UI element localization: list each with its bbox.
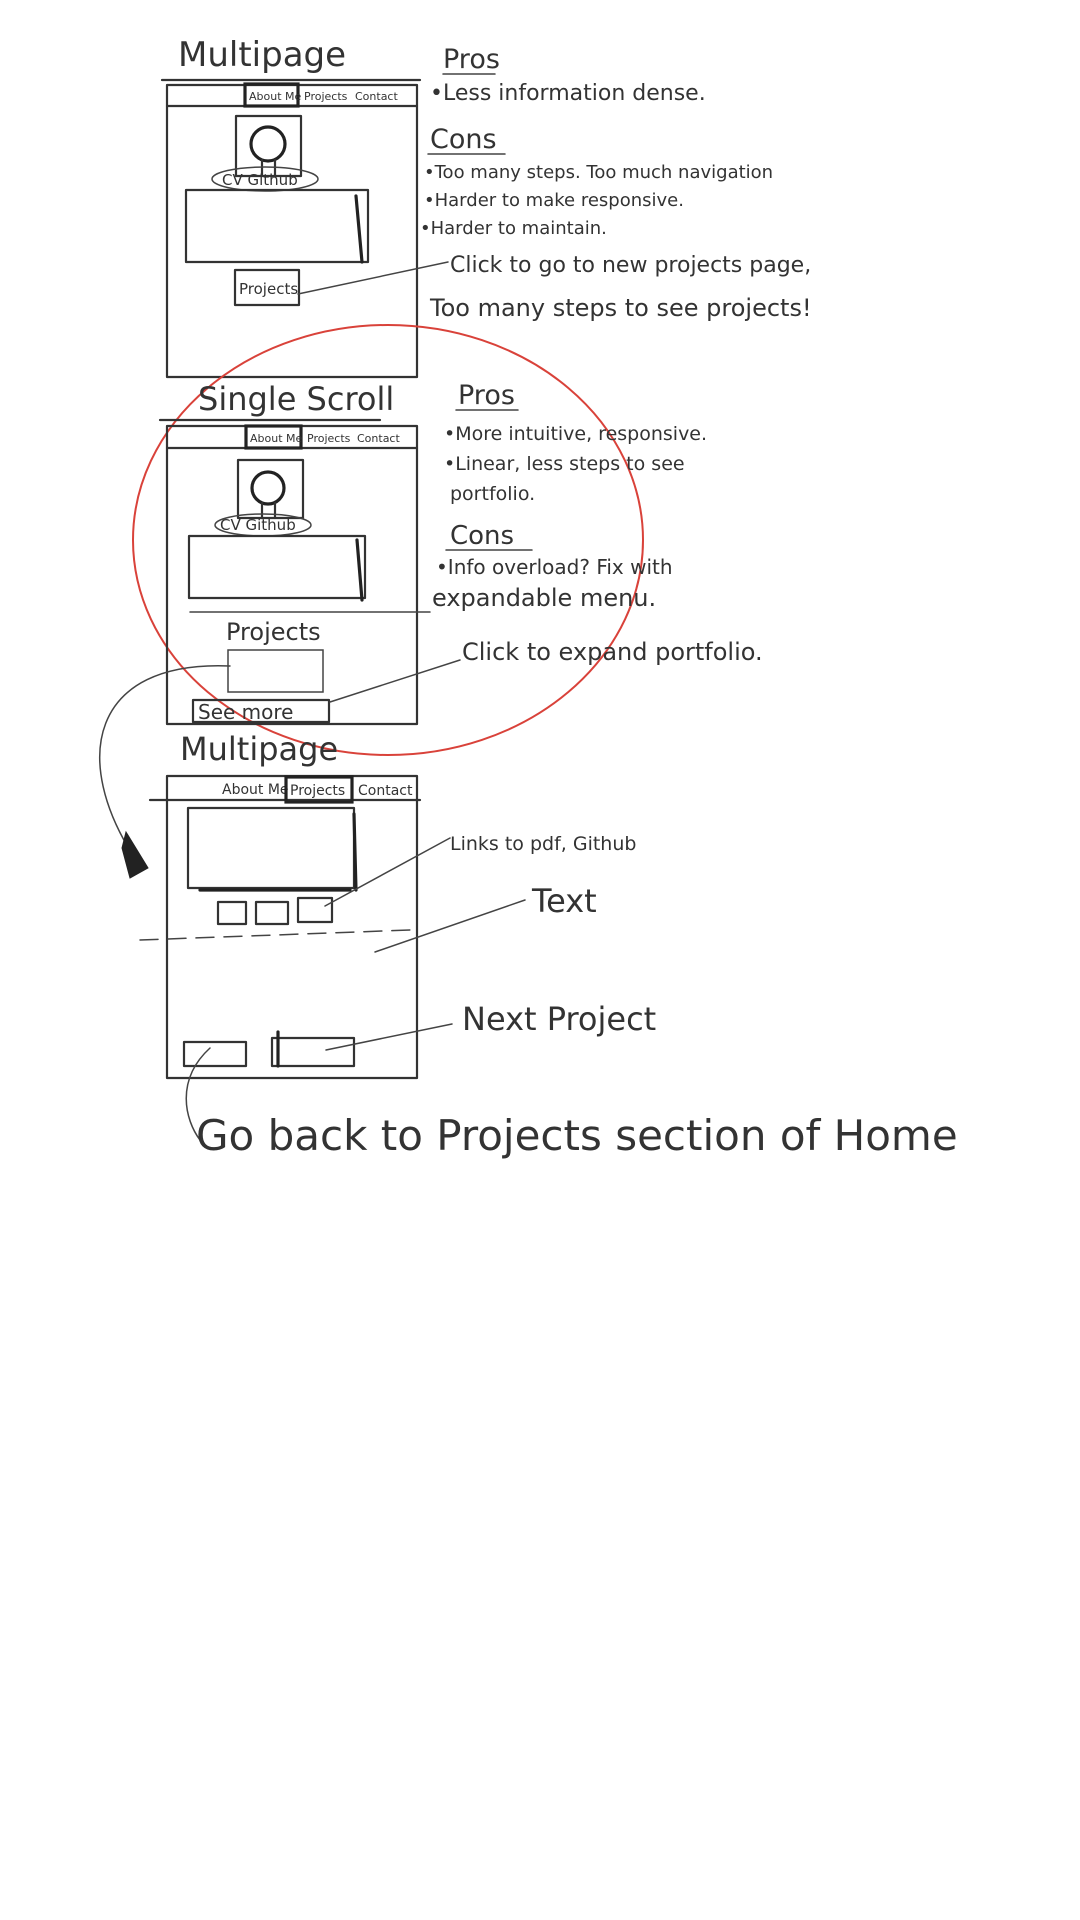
profile-links[interactable]: CV Github — [222, 171, 298, 189]
pointer-line — [324, 837, 451, 907]
pros-heading: Pros — [458, 380, 515, 411]
nav-item-projects[interactable]: Projects — [307, 432, 351, 445]
see-more-label: See more — [198, 700, 293, 724]
nav-item-projects-active-box — [284, 775, 354, 804]
projects-button[interactable] — [233, 268, 301, 307]
next-project-button[interactable] — [270, 1036, 356, 1068]
pointer-line — [325, 1023, 453, 1051]
link-thumb[interactable] — [254, 900, 290, 926]
cons-item: •Harder to maintain. — [420, 218, 607, 239]
note-text: Text — [531, 882, 597, 920]
project-image — [186, 806, 356, 890]
highlight-circle — [132, 324, 644, 756]
pointer-line — [329, 659, 461, 703]
nav-item-about[interactable]: About Me — [250, 432, 303, 445]
avatar-frame — [234, 114, 303, 178]
pointer-line — [374, 899, 526, 953]
nav-item-about-active-box — [243, 82, 300, 108]
profile-links[interactable]: CV Github — [220, 516, 296, 534]
cons-item: expandable menu. — [432, 584, 656, 612]
note-next: Next Project — [462, 1000, 656, 1038]
link-thumb[interactable] — [296, 896, 334, 924]
nav-item-about-active-box — [244, 424, 303, 450]
section-multipage-1: Multipage About Me Projects Contact CV G… — [160, 35, 812, 379]
section-title: Single Scroll — [198, 380, 394, 418]
image-shade — [198, 812, 358, 892]
note-click: Click to go to new projects page, — [450, 253, 811, 278]
nav-item-about[interactable]: About Me — [249, 90, 302, 103]
phone-frame — [165, 774, 419, 1080]
flow-arrow — [99, 665, 231, 861]
note-links: Links to pdf, Github — [450, 833, 636, 855]
projects-button-label: Projects — [239, 280, 298, 298]
pros-item: •More intuitive, responsive. — [444, 423, 707, 445]
avatar-body — [260, 158, 277, 178]
nav-item-about[interactable]: About Me — [222, 782, 289, 798]
arrow-head-icon — [121, 830, 149, 879]
link-thumb[interactable] — [216, 900, 248, 926]
cons-heading: Cons — [430, 124, 497, 155]
section-single-scroll: Single Scroll About Me Projects Contact … — [132, 324, 763, 756]
pointer-line — [297, 261, 449, 295]
about-text-block — [187, 534, 367, 600]
avatar-icon — [250, 470, 286, 506]
avatar-icon — [249, 125, 287, 163]
pros-item: •Linear, less steps to see — [444, 453, 685, 475]
nav-item-projects[interactable]: Projects — [304, 90, 348, 103]
section-title: Multipage — [180, 730, 338, 768]
phone-frame — [165, 424, 419, 726]
cons-item: •Harder to make responsive. — [424, 190, 684, 211]
back-button[interactable] — [182, 1040, 248, 1068]
pros-item: •Less information dense. — [430, 81, 706, 106]
note-click: Click to expand portfolio. — [462, 638, 763, 666]
cons-item: •Too many steps. Too much navigation — [424, 162, 773, 183]
pros-item: portfolio. — [450, 483, 535, 505]
see-more-button[interactable] — [191, 698, 331, 724]
nav-item-contact[interactable]: Contact — [355, 90, 398, 103]
text-block-shade — [354, 194, 364, 264]
cons-item: •Info overload? Fix with — [436, 555, 673, 579]
avatar-frame — [236, 458, 305, 520]
text-block-shade — [355, 538, 364, 602]
footer-note: Go back to Projects section of Home — [196, 1111, 958, 1160]
nav-item-projects[interactable]: Projects — [290, 783, 345, 799]
projects-section-label: Projects — [226, 618, 321, 646]
back-arrow-line — [185, 1047, 211, 1141]
fold-line — [139, 929, 411, 941]
phone-frame — [165, 83, 419, 379]
cons-heading: Cons — [450, 521, 514, 551]
nav-item-contact[interactable]: Contact — [357, 432, 400, 445]
pros-heading: Pros — [443, 44, 500, 75]
about-text-block — [184, 188, 370, 264]
note-steps: Too many steps to see projects! — [429, 294, 812, 322]
nav-item-contact[interactable]: Contact — [358, 783, 413, 799]
section-multipage-2: Multipage About Me Projects Contact Link… — [99, 665, 958, 1160]
avatar-body — [260, 501, 277, 520]
project-card[interactable] — [227, 649, 324, 693]
section-title: Multipage — [178, 35, 346, 75]
